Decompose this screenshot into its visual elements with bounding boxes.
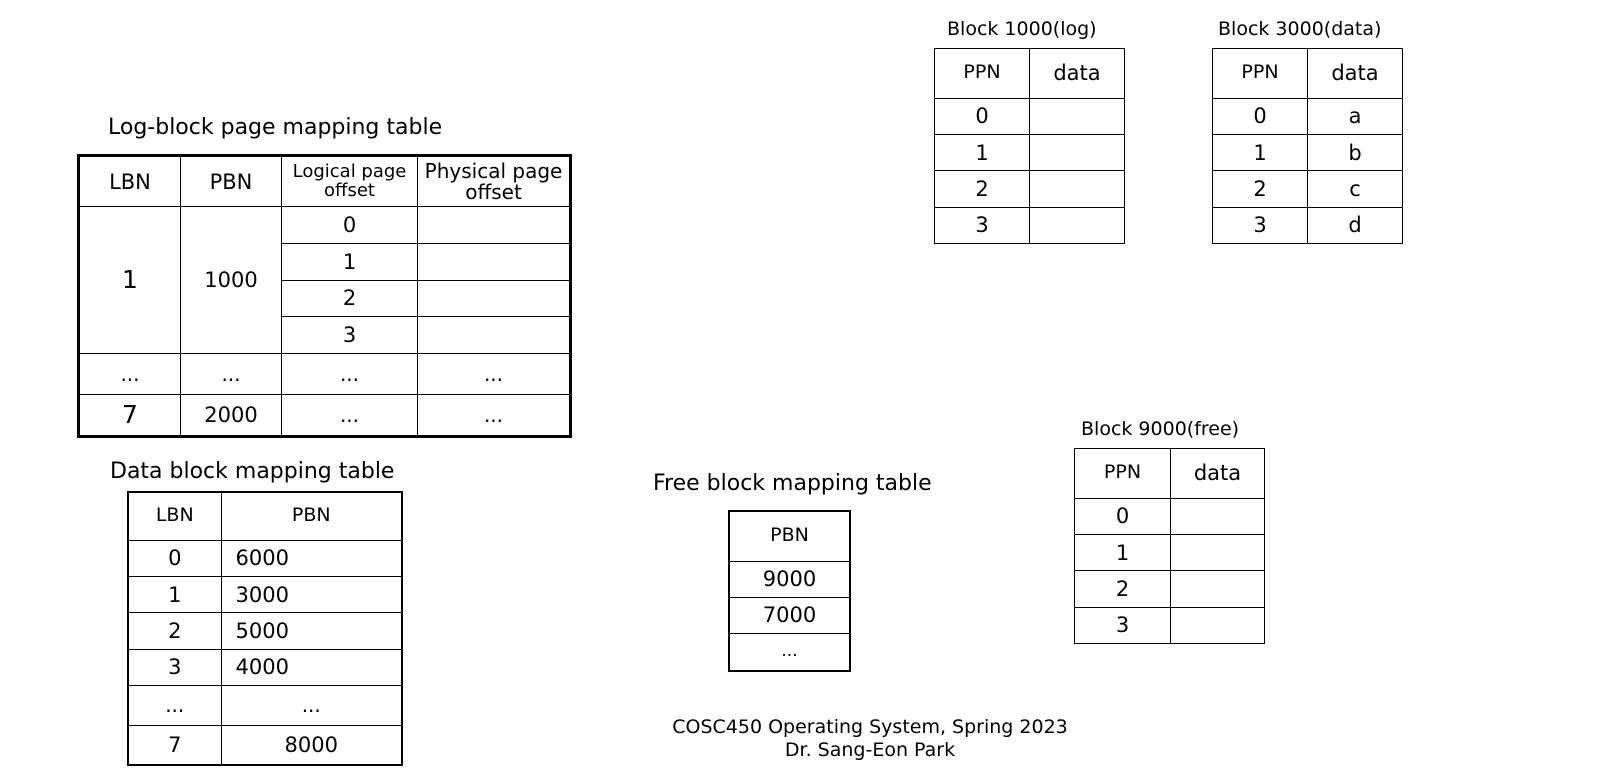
physical-offset-cell [417,242,570,281]
logical-offset-cell: 2 [281,279,418,318]
footer: COSC450 Operating System, Spring 2023 Dr… [660,716,1080,762]
log-block-mapping-table: LBN PBN Logical page offset Physical pag… [77,154,572,438]
pbn-cell: 9000 [728,560,851,598]
pbn-cell: 8000 [220,725,403,766]
data-cell [1029,170,1125,208]
data-cell [1029,133,1125,172]
ppn-cell: 0 [1074,497,1171,535]
footer-author: Dr. Sang-Eon Park [784,739,956,761]
ellipsis-cell: ... [728,632,851,672]
data-cell [1170,497,1265,535]
data-cell [1170,533,1265,572]
free-table-title: Free block mapping table [653,471,932,496]
lbn-cell: 2 [127,612,222,650]
lbn-cell: 1 [79,206,181,355]
free-block-mapping-table: PBN 9000 7000 ... [728,510,851,672]
block-3000-title: Block 3000(data) [1218,18,1382,40]
pbn-cell: 2000 [180,394,282,436]
data-cell: c [1307,170,1403,208]
lbn-cell: 0 [127,539,222,578]
logical-offset-cell: ... [281,394,418,436]
ellipsis-cell: ... [281,353,418,396]
log-table-title: Log-block page mapping table [108,115,443,140]
block-3000-table: PPN data 0 a 1 b 2 c 3 d [1212,48,1403,245]
data-cell [1170,606,1265,645]
ppn-cell: 2 [934,170,1030,208]
header-physical-page-offset: Physical page offset [417,155,570,208]
header-pbn: PBN [220,491,403,541]
logical-offset-cell: 0 [281,206,418,244]
physical-offset-cell [417,206,570,244]
ellipsis-cell: ... [417,353,570,396]
block-9000-table: PPN data 0 1 2 3 [1074,448,1265,645]
pbn-cell: 4000 [220,648,403,686]
header-data: data [1029,48,1125,99]
data-table-title: Data block mapping table [110,459,395,484]
ppn-cell: 3 [1212,206,1308,245]
header-lbn: LBN [127,491,222,541]
data-cell [1029,97,1125,135]
header-data: data [1307,48,1403,99]
data-block-mapping-table: LBN PBN 0 6000 1 3000 2 5000 3 4000 ... … [127,491,403,766]
header-ppn: PPN [1212,48,1308,99]
ppn-cell: 0 [934,97,1030,135]
logical-offset-cell: 3 [281,316,418,355]
data-cell [1029,206,1125,245]
data-cell [1170,570,1265,608]
ellipsis-cell: ... [79,353,181,396]
pbn-cell: 5000 [220,612,403,650]
ellipsis-cell: ... [127,684,222,727]
block-9000-title: Block 9000(free) [1081,418,1240,440]
ppn-cell: 0 [1212,97,1308,135]
lbn-cell: 1 [127,576,222,614]
data-cell: d [1307,206,1403,245]
header-pbn: PBN [180,155,282,208]
header-pbn: PBN [728,510,851,562]
lbn-cell: 3 [127,648,222,686]
ppn-cell: 1 [934,133,1030,172]
header-lbn: LBN [79,155,181,208]
pbn-cell: 7000 [728,596,851,634]
physical-offset-cell: ... [417,394,570,436]
data-cell: b [1307,133,1403,172]
ellipsis-cell: ... [180,353,282,396]
footer-course: COSC450 Operating System, Spring 2023 [672,716,1068,738]
pbn-cell: 3000 [220,576,403,614]
block-1000-table: PPN data 0 1 2 3 [934,48,1125,245]
logical-offset-cell: 1 [281,242,418,281]
ppn-cell: 2 [1074,570,1171,608]
header-data: data [1170,448,1265,499]
ppn-cell: 2 [1212,170,1308,208]
ellipsis-cell: ... [220,684,403,727]
ppn-cell: 3 [1074,606,1171,645]
header-logical-page-offset: Logical page offset [281,155,418,208]
pbn-cell: 6000 [220,539,403,578]
block-1000-title: Block 1000(log) [947,18,1097,40]
physical-offset-cell [417,316,570,355]
ppn-cell: 1 [1074,533,1171,572]
ppn-cell: 1 [1212,133,1308,172]
header-ppn: PPN [934,48,1030,99]
lbn-cell: 7 [127,725,222,766]
pbn-cell: 1000 [180,206,282,355]
lbn-cell: 7 [79,394,181,436]
data-cell: a [1307,97,1403,135]
header-ppn: PPN [1074,448,1171,499]
physical-offset-cell [417,279,570,318]
ppn-cell: 3 [934,206,1030,245]
